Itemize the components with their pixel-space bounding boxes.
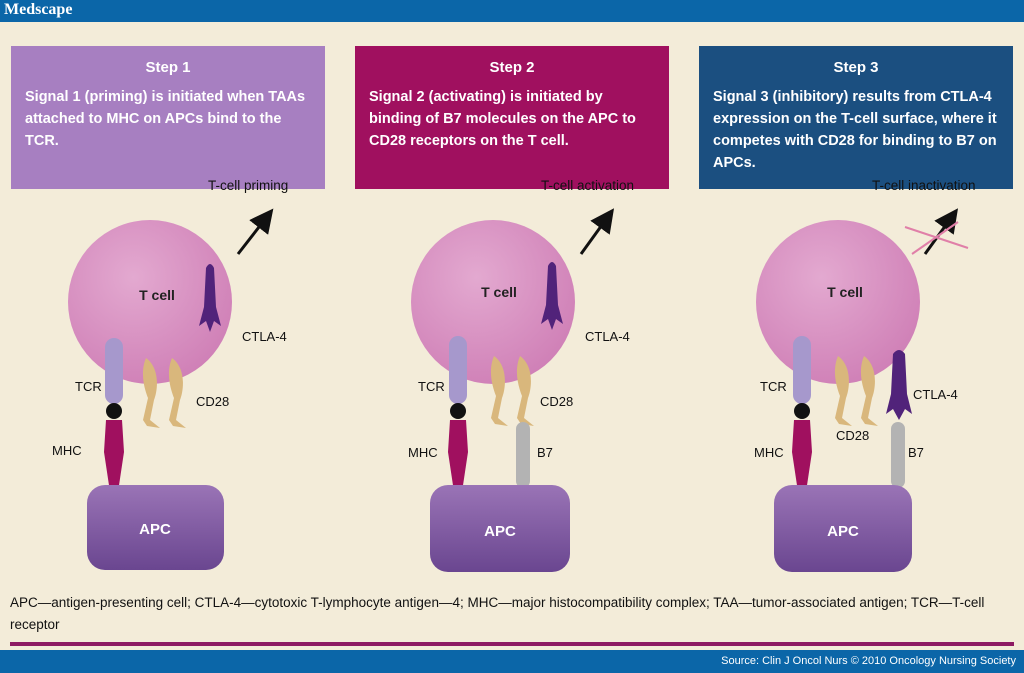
- mhc-molecule-icon: [104, 420, 124, 492]
- source-credit: Source: Clin J Oncol Nurs © 2010 Oncolog…: [721, 655, 1016, 667]
- step-2-description: Signal 2 (activating) is initiated by bi…: [369, 89, 636, 149]
- taa-antigen-icon: [450, 403, 466, 419]
- step-2-box: Step 2 Signal 2 (activating) is initiate…: [355, 46, 669, 189]
- tcr-receptor-icon: [793, 336, 811, 404]
- step-1-description: Signal 1 (priming) is initiated when TAA…: [25, 89, 306, 149]
- signal-diagram: T cell CTLA-4 T-cell priming CD28 TCR MH…: [52, 178, 976, 572]
- tcr-label: TCR: [760, 379, 787, 394]
- mhc-label: MHC: [408, 445, 438, 460]
- mhc-molecule-icon: [792, 420, 812, 492]
- header-bar: Medscape: [0, 0, 1024, 22]
- medscape-logo[interactable]: Medscape: [4, 1, 73, 18]
- ctla4-label: CTLA-4: [242, 329, 287, 344]
- step-2-outcome-label: T-cell activation: [541, 178, 634, 193]
- apc-label: APC: [827, 523, 859, 540]
- t-cell-label: T cell: [139, 287, 175, 303]
- apc-cell-shape: [87, 485, 224, 570]
- ctla4-label: CTLA-4: [913, 387, 958, 402]
- taa-antigen-icon: [794, 403, 810, 419]
- cd28-receptor-icon: [516, 356, 534, 426]
- cd28-receptor-icon: [834, 356, 852, 426]
- step-1-box: Step 1 Signal 1 (priming) is initiated w…: [11, 46, 325, 189]
- apc-cell-shape: [430, 485, 570, 572]
- cd28-receptor-icon: [490, 356, 508, 426]
- mhc-label: MHC: [52, 443, 82, 458]
- step-2-diagram: T cell CTLA-4 T-cell activation CD28 B7 …: [408, 178, 634, 572]
- cd28-label: CD28: [836, 428, 869, 443]
- t-cell-label: T cell: [481, 284, 517, 300]
- b7-molecule-icon: [891, 422, 905, 488]
- cd28-receptor-icon: [860, 356, 878, 426]
- mhc-molecule-icon: [448, 420, 468, 492]
- cd28-label: CD28: [196, 394, 229, 409]
- step-1-title: Step 1: [145, 59, 191, 76]
- figure-panel: Step 1 Signal 1 (priming) is initiated w…: [0, 22, 1024, 649]
- step-3-description: Signal 3 (inhibitory) results from CTLA-…: [713, 89, 997, 171]
- tcr-label: TCR: [418, 379, 445, 394]
- cd28-label: CD28: [540, 394, 573, 409]
- step-2-title: Step 2: [489, 59, 535, 76]
- cd28-receptor-icon: [142, 358, 160, 428]
- apc-label: APC: [484, 523, 516, 540]
- abbreviations-footnote: APC—antigen-presenting cell; CTLA-4—cyto…: [10, 595, 985, 632]
- ctla4-label: CTLA-4: [585, 329, 630, 344]
- b7-label: B7: [908, 445, 924, 460]
- b7-label: B7: [537, 445, 553, 460]
- t-cell-label: T cell: [827, 284, 863, 300]
- tcr-label: TCR: [75, 379, 102, 394]
- step-3-outcome-label: T-cell inactivation: [872, 178, 976, 193]
- mhc-label: MHC: [754, 445, 784, 460]
- tcr-receptor-icon: [449, 336, 467, 404]
- step-1-diagram: T cell CTLA-4 T-cell priming CD28 TCR MH…: [52, 178, 288, 570]
- priming-arrow-icon: [236, 208, 274, 255]
- taa-antigen-icon: [106, 403, 122, 419]
- footer-bar: Source: Clin J Oncol Nurs © 2010 Oncolog…: [0, 650, 1024, 673]
- tcr-receptor-icon: [105, 338, 123, 404]
- ctla4-receptor-icon: [541, 262, 563, 330]
- step-3-title: Step 3: [833, 59, 879, 76]
- step-1-outcome-label: T-cell priming: [208, 178, 288, 193]
- activation-arrow-icon: [579, 208, 615, 255]
- ctla4-receptor-icon: [886, 350, 912, 420]
- divider-rule: [10, 642, 1014, 646]
- cd28-receptor-icon: [168, 358, 186, 428]
- ctla4-receptor-icon: [199, 264, 221, 332]
- b7-molecule-icon: [516, 422, 530, 488]
- step-3-box: Step 3 Signal 3 (inhibitory) results fro…: [699, 46, 1013, 189]
- apc-cell-shape: [774, 485, 912, 572]
- step-3-diagram: T cell T-cell inactivation CD28 CTLA-4 B…: [754, 178, 976, 572]
- blocked-cross-icon: [911, 221, 959, 255]
- apc-label: APC: [139, 521, 171, 538]
